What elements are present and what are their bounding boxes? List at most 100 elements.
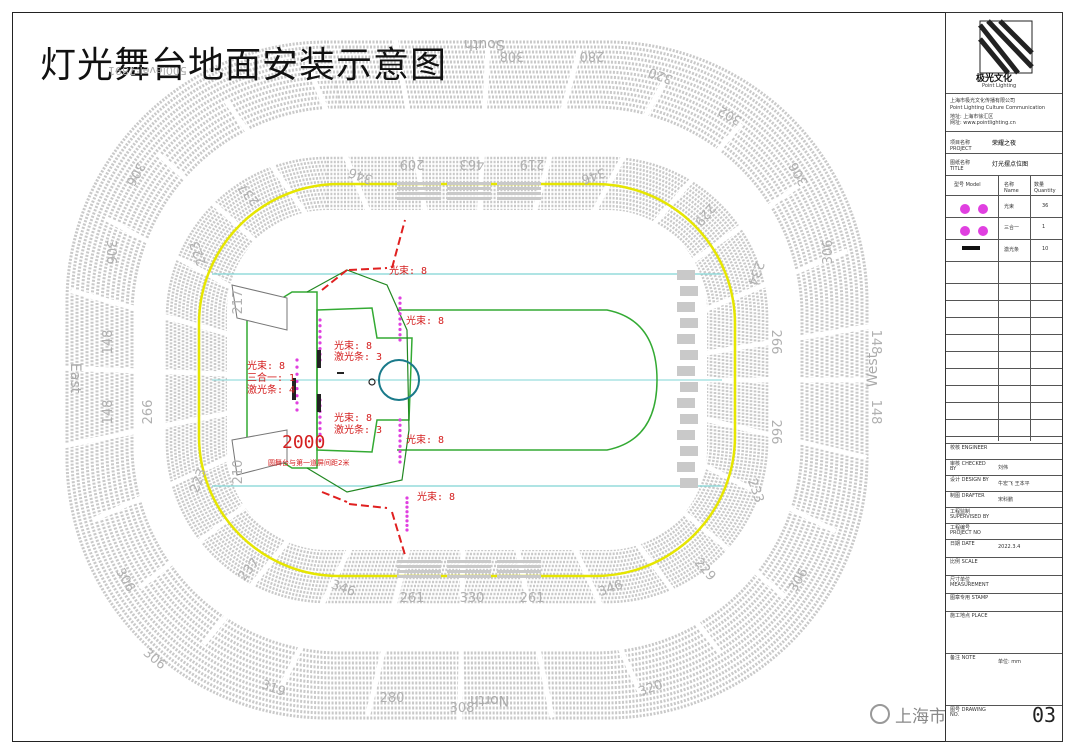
direction-east: East — [67, 362, 84, 394]
level-label: 500level:7891 — [108, 64, 187, 77]
section-label-top-outer: 306 — [103, 240, 118, 265]
laser-bar — [348, 267, 388, 271]
legend-header-name: 名称 Name — [1004, 182, 1019, 194]
legend-header-qty: 数量 Quantity — [1034, 182, 1056, 194]
sheet-number: 03 — [1032, 703, 1057, 727]
grid-row — [946, 334, 1062, 335]
title-field: 工程编号 PROJECT NO — [946, 523, 1062, 538]
title-field: 图章专用 STAMP — [946, 593, 1062, 608]
aisle — [512, 535, 555, 718]
beam-fixture — [405, 514, 409, 518]
wing-structure — [231, 284, 288, 331]
watermark-icon — [870, 704, 890, 724]
section-label-right: 148 — [868, 330, 883, 355]
floor-seat-block — [497, 560, 541, 563]
floor-seat-block — [680, 478, 698, 488]
beam-fixture — [405, 523, 409, 528]
beam-fixture — [398, 327, 402, 332]
title-field-value: 单位: mm — [998, 659, 1022, 665]
floor-seat-block — [680, 382, 698, 392]
page-title: 灯光舞台地面安装示意图 — [40, 45, 448, 86]
beam-fixture — [398, 423, 402, 427]
seat-row — [120, 95, 814, 665]
beam-fixture — [405, 500, 409, 505]
beam-fixture — [318, 341, 322, 345]
logo-en: Point Lighting — [982, 83, 1017, 89]
beam-fixture — [295, 358, 299, 362]
title-field-label: 比例 SCALE — [950, 559, 978, 565]
section-label-bottom-outer: 306 — [786, 566, 811, 595]
floor-seat-block — [397, 192, 441, 195]
beam-fixture — [398, 317, 402, 321]
seat-row — [173, 164, 761, 596]
beam-fixture — [398, 455, 402, 459]
beam-fixture — [405, 528, 409, 532]
aisle — [561, 523, 643, 694]
beam-fixture — [318, 426, 322, 431]
beam-fixture — [318, 432, 322, 436]
section-label-right: 148 — [868, 400, 883, 425]
floor-seat-block — [447, 182, 491, 185]
grid-row — [946, 419, 1062, 420]
beam-fixture — [318, 415, 322, 419]
beam-fixture — [318, 438, 322, 442]
beam-fixture — [295, 394, 299, 398]
beam-fixture — [398, 449, 402, 454]
floor-seat-block — [397, 560, 441, 563]
section-label-bottom-inner: 346 — [597, 577, 625, 600]
grid-row — [946, 300, 1062, 301]
floor-seat-block — [447, 565, 491, 568]
beam-fixture — [318, 335, 322, 339]
direction-south: South — [464, 36, 505, 52]
title-field-label: 设计 DESIGN BY — [950, 477, 989, 483]
beam-fixture — [405, 505, 409, 509]
laser-bar — [348, 503, 388, 509]
floor-seat-block — [677, 398, 695, 408]
floor-seat-block — [680, 350, 698, 360]
grid-row — [946, 436, 1062, 437]
legend-beam-qty: 36 — [1042, 203, 1049, 209]
beam-fixture — [318, 318, 322, 322]
laser-bar — [391, 219, 406, 269]
grid-row — [946, 402, 1062, 403]
floor-seat-block — [397, 187, 441, 190]
title-field-label: 尺寸单位 MEASUREMENT — [950, 577, 989, 588]
section-label-top-outer: 306 — [821, 240, 836, 265]
section-label-top-outer: 302 — [716, 102, 745, 127]
label-upper-mid-beam: 光束: 8 — [406, 316, 445, 327]
beam-fixture — [295, 379, 299, 384]
section-label-left: 210 — [231, 460, 246, 485]
label-left-laser: 激光条: 4 — [247, 385, 296, 396]
floor-seat-block — [447, 575, 491, 578]
floor-seat-block — [397, 575, 441, 578]
title-field: 备注 NOTE 单位: mm — [946, 653, 1062, 668]
floor-seat-block — [447, 192, 491, 195]
legend-laser-qty: 10 — [1042, 246, 1049, 252]
title-field-value: 2022.3.4 — [998, 544, 1021, 550]
floor-seat-block — [397, 182, 441, 185]
section-label-right: 266 — [768, 420, 783, 445]
section-label-bottom-inner: 330 — [460, 591, 485, 606]
legend-beam-name: 光束 — [1004, 204, 1015, 210]
laser-bar — [321, 269, 348, 291]
aisle — [278, 521, 365, 689]
seat-row — [177, 168, 757, 592]
aisle — [64, 408, 242, 449]
seat-row — [169, 160, 765, 600]
title-field: 校核 ENGINEER — [946, 443, 1062, 458]
title-field: 尺寸单位 MEASUREMENT — [946, 575, 1062, 590]
label-left-upper-beam: 光束: 8 — [334, 341, 373, 352]
title-field-value: 刘伟 — [998, 465, 1009, 471]
floor-seat-block — [397, 197, 441, 200]
title-field-label: 备注 NOTE — [950, 655, 976, 661]
section-label-bottom-outer: 280 — [380, 691, 405, 706]
section-label-bottom-outer: 308 — [450, 701, 475, 716]
floor-seat-block — [497, 192, 541, 195]
company-web: 网址: www.pointlighting.cn — [950, 120, 1016, 126]
fixtures — [292, 219, 409, 556]
aisle — [690, 413, 868, 461]
beam-fixture — [295, 401, 299, 405]
